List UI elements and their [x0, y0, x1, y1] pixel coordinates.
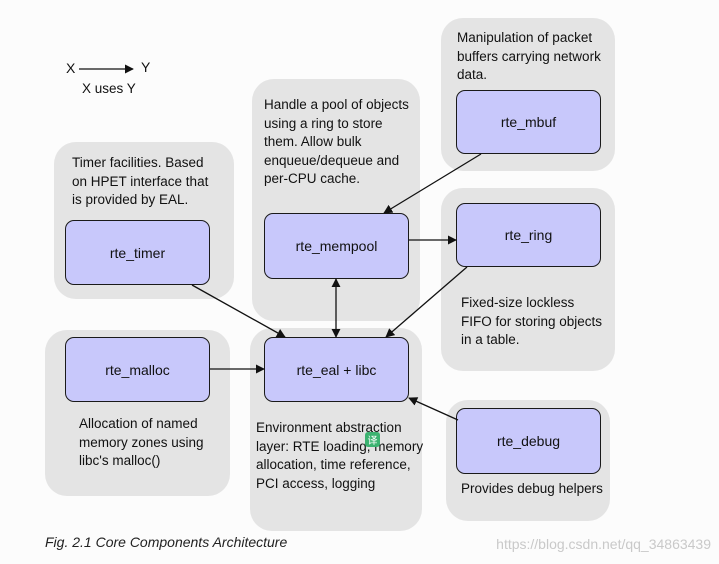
component-rte-malloc: rte_malloc: [65, 337, 210, 402]
legend-note: X uses Y: [82, 81, 136, 96]
component-rte-mempool: rte_mempool: [264, 213, 409, 279]
translate-badge[interactable]: 译: [365, 432, 380, 447]
debug-description: Provides debug helpers: [461, 481, 603, 496]
watermark: https://blog.csdn.net/qq_34863439: [496, 536, 711, 552]
component-rte-ring: rte_ring: [456, 203, 601, 267]
timer-description: Timer facilities. Based on HPET interfac…: [72, 155, 209, 207]
component-rte-eal: rte_eal + libc: [264, 337, 409, 402]
legend-y: Y: [141, 59, 151, 75]
figure-caption: Fig. 2.1 Core Components Architecture: [45, 534, 288, 550]
mempool-description: Handle a pool of objects using a ring to…: [264, 97, 409, 186]
malloc-description: Allocation of named memory zones using l…: [79, 416, 204, 468]
mbuf-description: Manipulation of packet buffers carrying …: [457, 30, 601, 82]
arrow-mbuf-mempool: [383, 153, 482, 214]
component-rte-mbuf: rte_mbuf: [456, 90, 601, 154]
eal-description: Environment abstraction layer: RTE loadi…: [256, 420, 424, 491]
arrow-timer-eal: [191, 284, 286, 338]
arrow-debug-eal: [408, 397, 459, 421]
legend-x: X: [66, 60, 76, 76]
component-rte-debug: rte_debug: [456, 408, 601, 474]
component-rte-timer: rte_timer: [65, 220, 210, 285]
arrow-ring-eal: [385, 266, 468, 338]
ring-description: Fixed-size lockless FIFO for storing obj…: [461, 295, 603, 347]
